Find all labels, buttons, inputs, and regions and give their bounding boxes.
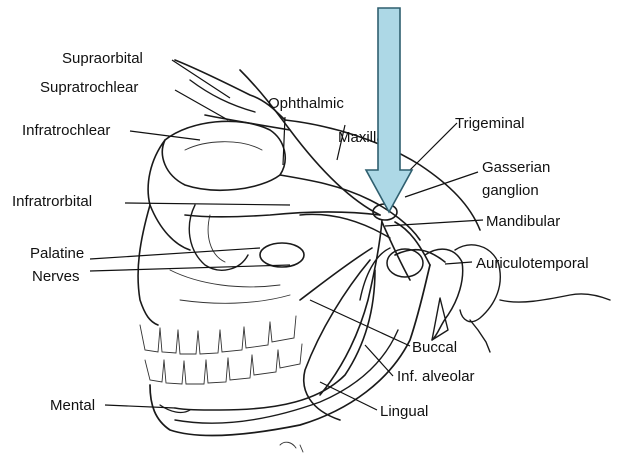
label-infratrochlear: Infratrochlear <box>22 122 110 139</box>
label-supraorbital: Supraorbital <box>62 50 143 67</box>
label-ophthalmic: Ophthalmic <box>268 95 344 112</box>
label-inf-alveolar: Inf. alveolar <box>397 368 475 385</box>
labels: Supraorbital Supratrochlear Ophthalmic M… <box>12 50 589 420</box>
label-palatine: Palatine <box>30 245 84 262</box>
label-trigeminal: Trigeminal <box>455 115 524 132</box>
label-infraorbital: Infratrorbital <box>12 193 92 210</box>
label-auriculotemporal: Auriculotemporal <box>476 255 589 272</box>
label-buccal: Buccal <box>412 339 457 356</box>
label-mental: Mental <box>50 397 95 414</box>
label-gasserian: Gasserian <box>482 159 550 176</box>
label-nerves: Nerves <box>32 268 80 285</box>
leader-lines <box>90 60 483 410</box>
label-ganglion: ganglion <box>482 182 539 199</box>
pointer-arrow <box>366 8 412 212</box>
label-supratrochlear: Supratrochlear <box>40 79 138 96</box>
label-mandibular: Mandibular <box>486 213 560 230</box>
label-lingual: Lingual <box>380 403 428 420</box>
